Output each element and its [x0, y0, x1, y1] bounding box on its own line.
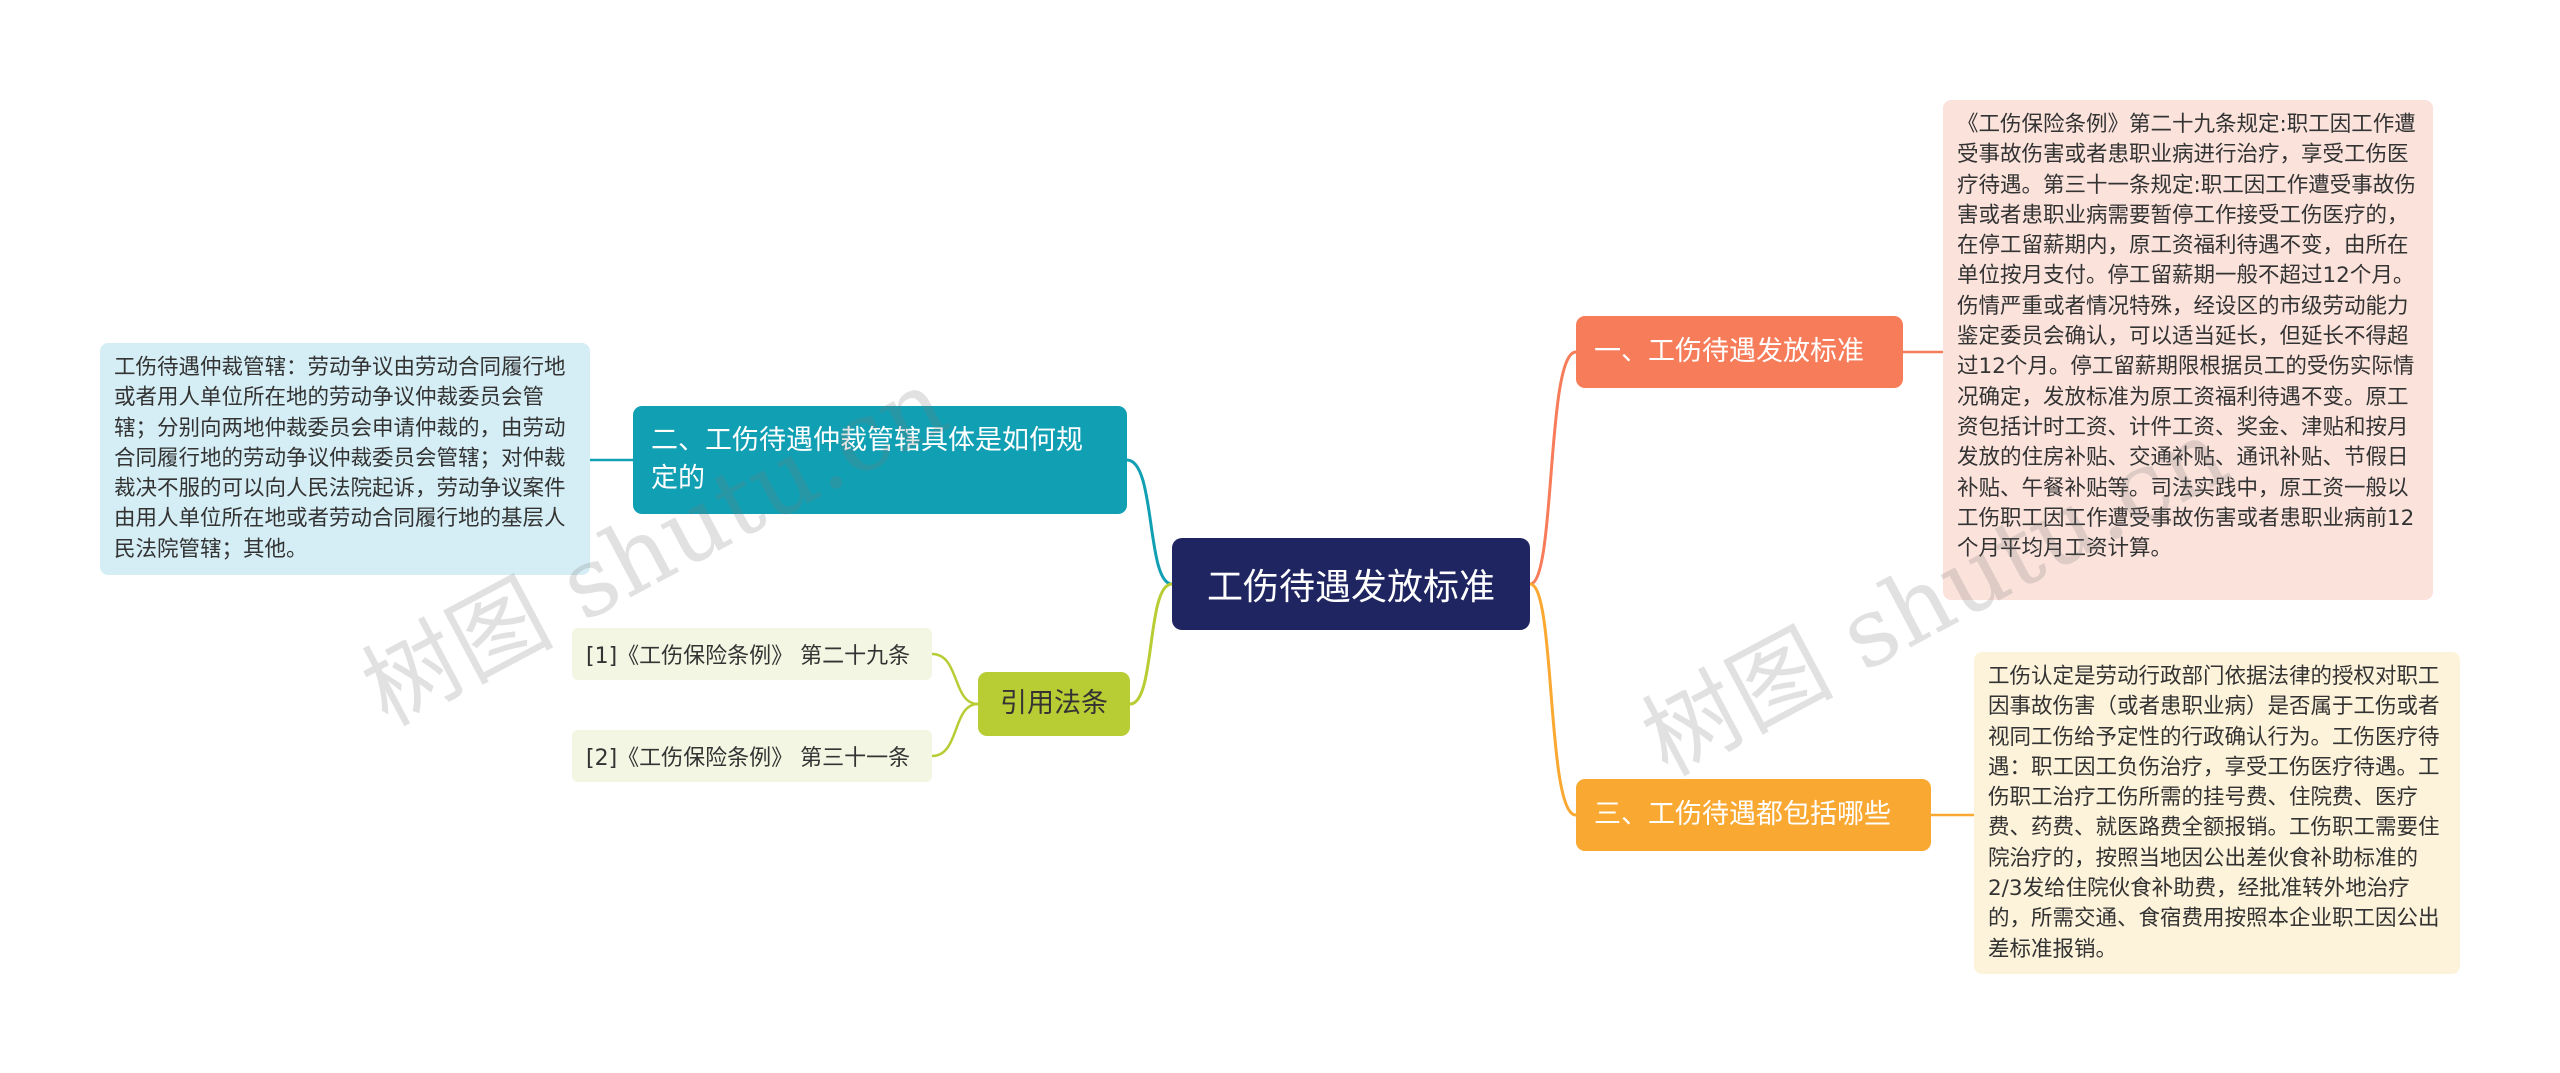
- edge-ref-ref1: [931, 652, 979, 706]
- leaf-node-arbitration[interactable]: 工伤待遇仲裁管辖：劳动争议由劳动合同履行地或者用人单位所在地的劳动争议仲裁委员会…: [100, 343, 590, 575]
- edge-center-b1: [1529, 350, 1577, 586]
- branch-label-2: 二、工伤待遇仲裁管辖具体是如何规定的: [651, 425, 1083, 494]
- central-topic-label: 工伤待遇发放标准: [1206, 567, 1495, 608]
- branch-label-3: 三、工伤待遇都包括哪些: [1594, 799, 1891, 830]
- edge-ref-ref2: [931, 702, 979, 758]
- edge-center-ref: [1129, 582, 1173, 706]
- branch-node-2[interactable]: 二、工伤待遇仲裁管辖具体是如何规定的: [633, 406, 1127, 514]
- branch-node-3[interactable]: 三、工伤待遇都包括哪些: [1576, 779, 1931, 851]
- branch-node-1[interactable]: 一、工伤待遇发放标准: [1576, 316, 1903, 388]
- reference-item-1[interactable]: [1]《工伤保险条例》 第二十九条: [572, 628, 932, 680]
- reference-item-2[interactable]: [2]《工伤保险条例》 第三十一条: [572, 730, 932, 782]
- branch-label-1: 一、工伤待遇发放标准: [1594, 336, 1864, 367]
- central-topic[interactable]: 工伤待遇发放标准: [1172, 538, 1530, 630]
- branch-node-references[interactable]: 引用法条: [978, 672, 1130, 736]
- edge-center-b3: [1529, 582, 1577, 817]
- leaf-text-arbitration: 工伤待遇仲裁管辖：劳动争议由劳动合同履行地或者用人单位所在地的劳动争议仲裁委员会…: [114, 355, 566, 562]
- edge-center-b2: [1126, 458, 1173, 586]
- reference-text-1: [1]《工伤保险条例》 第二十九条: [586, 644, 911, 669]
- reference-text-2: [2]《工伤保险条例》 第三十一条: [586, 746, 911, 771]
- leaf-text-benefits-included: 工伤认定是劳动行政部门依据法律的授权对职工因事故伤害（或者患职业病）是否属于工伤…: [1988, 664, 2440, 962]
- leaf-text-payment-standard: 《工伤保险条例》第二十九条规定:职工因工作遭受事故伤害或者患职业病进行治疗，享受…: [1957, 112, 2416, 562]
- branch-label-references: 引用法条: [1000, 688, 1108, 719]
- leaf-node-payment-standard[interactable]: 《工伤保险条例》第二十九条规定:职工因工作遭受事故伤害或者患职业病进行治疗，享受…: [1943, 100, 2433, 600]
- leaf-node-benefits-included[interactable]: 工伤认定是劳动行政部门依据法律的授权对职工因事故伤害（或者患职业病）是否属于工伤…: [1974, 652, 2460, 974]
